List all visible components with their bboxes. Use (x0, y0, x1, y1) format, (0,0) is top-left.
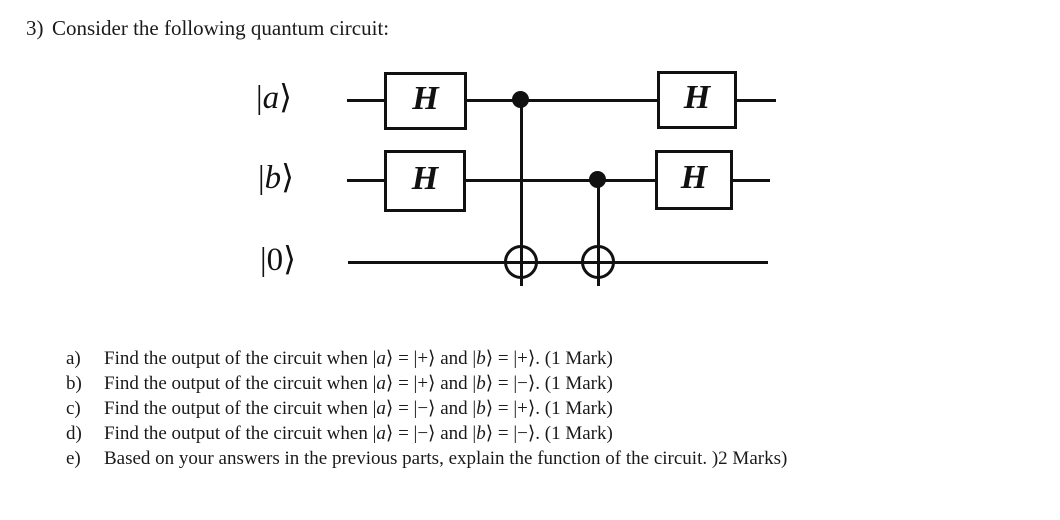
gate-hadamard-a-left[interactable]: H (384, 72, 467, 130)
list-item-a-text: Find the output of the circuit when |a⟩ … (104, 348, 613, 369)
list-item-e-text: Based on your answers in the previous pa… (104, 448, 788, 469)
ket-label-a: |a⟩ (256, 82, 292, 115)
wire-a-segment-mid (466, 99, 657, 102)
cnot-2-vertical-line (597, 180, 600, 262)
cnot-1-control-dot[interactable] (512, 91, 529, 108)
gate-hadamard-b-right-label: H (680, 159, 708, 196)
gate-hadamard-a-left-label: H (412, 80, 439, 117)
cnot-1-vertical-line (520, 100, 523, 262)
ket-label-ancilla: |0⟩ (260, 244, 296, 277)
list-item-c: c) Find the output of the circuit when |… (64, 396, 1024, 421)
ket-label-a-text: |a⟩ (256, 80, 292, 116)
answer-list: a) Find the output of the circuit when |… (64, 346, 1024, 471)
question-prompt: Consider the following quantum circuit: (52, 16, 390, 40)
gate-hadamard-b-left[interactable]: H (384, 150, 466, 212)
gate-hadamard-a-right[interactable]: H (657, 71, 737, 129)
list-item-b: b) Find the output of the circuit when |… (64, 371, 1024, 396)
wire-a-segment-in (347, 99, 384, 102)
list-item-a: a) Find the output of the circuit when |… (64, 346, 1024, 371)
list-item-b-letter: b) (66, 373, 82, 394)
wire-b-segment-mid (466, 179, 655, 182)
list-item-d-text: Find the output of the circuit when |a⟩ … (104, 423, 613, 444)
gate-hadamard-b-right[interactable]: H (655, 150, 733, 210)
gate-hadamard-b-left-label: H (411, 160, 439, 197)
cnot-2-target-cross (597, 238, 600, 286)
ket-label-b: |b⟩ (258, 162, 294, 195)
question-number: 3) (26, 16, 44, 40)
wire-a-segment-out (737, 99, 776, 102)
quantum-circuit-diagram: |a⟩ |b⟩ |0⟩ H H H H (250, 60, 810, 300)
list-item-d: d) Find the output of the circuit when |… (64, 421, 1024, 446)
wire-b-segment-in (347, 179, 384, 182)
list-item-d-letter: d) (66, 423, 82, 444)
list-item-e: e) Based on your answers in the previous… (64, 446, 994, 471)
cnot-2-control-dot[interactable] (589, 171, 606, 188)
list-item-b-text: Find the output of the circuit when |a⟩ … (104, 373, 613, 394)
wire-ancilla-line (348, 261, 768, 264)
cnot-1-target-cross (520, 238, 523, 286)
list-item-e-letter: e) (66, 448, 81, 469)
question-header: 3) Consider the following quantum circuit… (26, 14, 389, 42)
list-item-c-letter: c) (66, 398, 81, 419)
ket-label-b-text: |b⟩ (258, 160, 294, 196)
list-item-a-letter: a) (66, 348, 81, 369)
ket-label-ancilla-text: |0⟩ (260, 242, 296, 278)
list-item-c-text: Find the output of the circuit when |a⟩ … (104, 398, 613, 419)
wire-b-segment-out (733, 179, 770, 182)
gate-hadamard-a-right-label: H (683, 79, 711, 116)
